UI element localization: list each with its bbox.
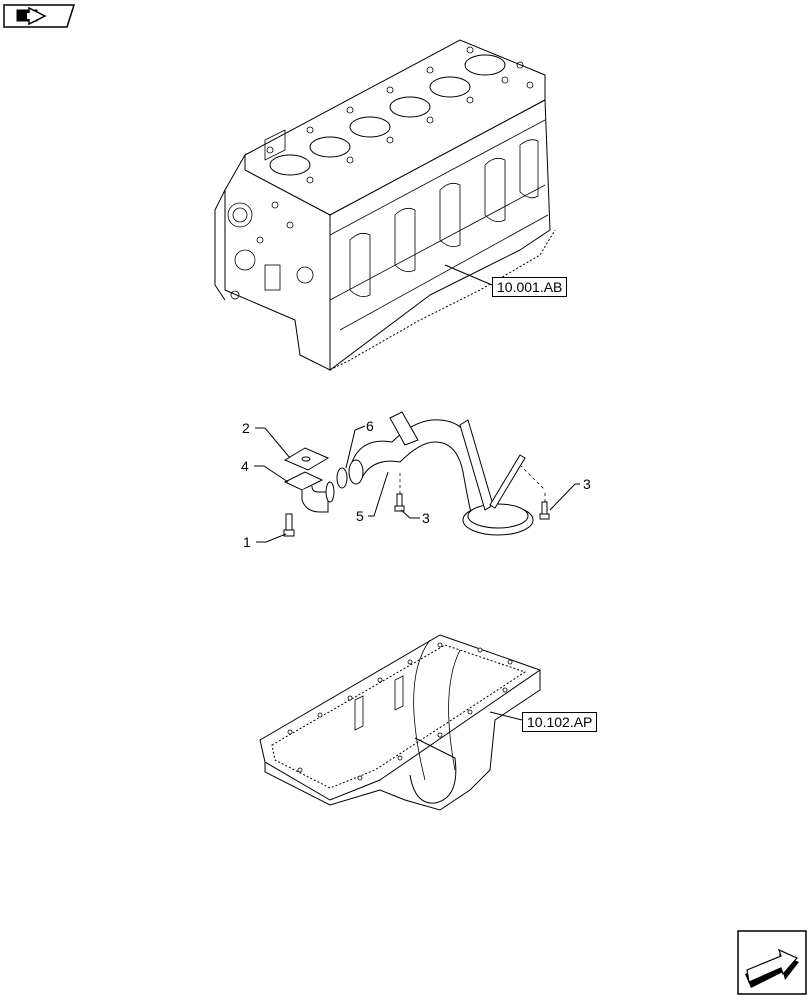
callout-3-left: 3 xyxy=(422,510,430,526)
back-arrow-icon xyxy=(3,4,76,28)
o-ring-part-6 xyxy=(336,467,348,489)
callout-2: 2 xyxy=(242,420,250,436)
next-page-button[interactable] xyxy=(737,930,807,995)
oil-pickup-assembly xyxy=(283,411,550,537)
next-arrow-icon xyxy=(737,930,807,995)
callout-6: 6 xyxy=(366,418,374,434)
bolt-part-3b xyxy=(539,501,550,520)
engine-block-drawing xyxy=(214,39,556,371)
callout-3-right: 3 xyxy=(583,476,591,492)
oil-pan-reference-link[interactable]: 10.102.AP xyxy=(522,712,598,732)
bolt-part-3a xyxy=(394,493,405,512)
previous-page-button[interactable] xyxy=(3,4,76,28)
flange-part-4 xyxy=(283,471,324,491)
oil-pan-drawing xyxy=(259,634,542,811)
engine-block-leader xyxy=(444,264,493,286)
callout-5: 5 xyxy=(356,508,364,524)
bolt-part-1 xyxy=(283,513,295,537)
elbow-part-4 xyxy=(301,485,329,513)
oil-pan-leader xyxy=(489,711,523,721)
callout-leaders xyxy=(254,425,580,543)
callout-4: 4 xyxy=(241,458,249,474)
callout-1: 1 xyxy=(243,534,251,550)
engine-block-reference-link[interactable]: 10.001.AB xyxy=(492,277,568,297)
